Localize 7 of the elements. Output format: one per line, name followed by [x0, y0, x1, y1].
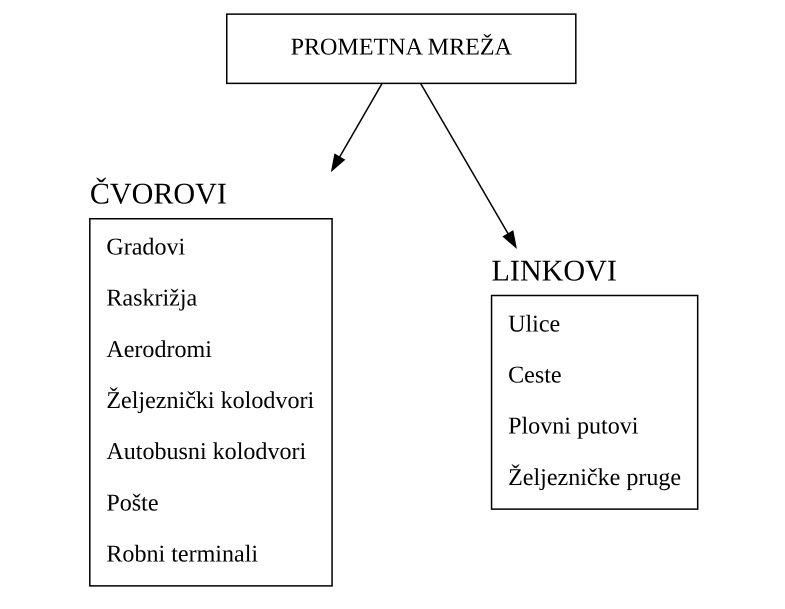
node-label: LINKOVI — [491, 253, 616, 288]
node-label: ČVOROVI — [89, 176, 226, 211]
node-box: Ulice Ceste Plovni putovi Željezničke pruge — [490, 294, 698, 510]
arrow — [330, 83, 382, 172]
node-box: PROMETNA MREŽA — [225, 13, 576, 84]
arrow — [420, 83, 516, 249]
node-box: Gradovi Raskrižja Aerodromi Željeznički kolodvori Autobusni kolodvori Pošte Robni terminali — [88, 218, 332, 587]
